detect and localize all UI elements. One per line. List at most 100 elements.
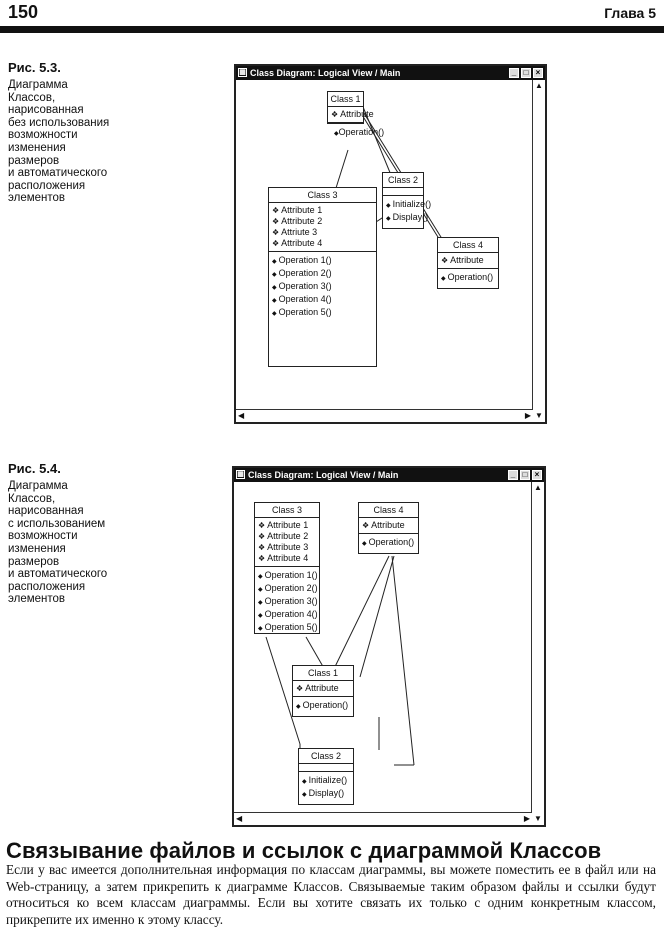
diagram-icon: ▦ (236, 470, 245, 479)
operation-row: Operation 1() (272, 255, 373, 268)
diagram-icon: ▦ (238, 68, 247, 77)
caption-line: расположения (8, 179, 86, 192)
class-name: Class 4 (359, 503, 418, 518)
caption-line: возможности (8, 530, 78, 543)
operation-row: Display() (386, 212, 429, 225)
class-diagram-window[interactable]: ▦ Class Diagram: Logical View / Main _ □… (232, 466, 546, 827)
class-attributes: Attribute (328, 107, 374, 123)
caption-line: нарисованная (8, 505, 84, 518)
attribute-row: Attribute (362, 520, 415, 531)
maximize-button[interactable]: □ (521, 68, 531, 78)
window-titlebar[interactable]: ▦ Class Diagram: Logical View / Main _ □… (236, 66, 545, 80)
page-number: 150 (8, 2, 39, 22)
operation-row: Operation 1() (258, 570, 318, 583)
attribute-row: Attribute 2 (272, 216, 373, 227)
class-operations: Operation 1() Operation 2() Operation 3(… (269, 252, 376, 323)
class-box[interactable]: Class 4 Attribute Operation() (358, 502, 419, 554)
minimize-button[interactable]: _ (508, 470, 518, 480)
class-operations: Initialize() Display() (299, 772, 353, 804)
operation-label: ◆Operation() (334, 127, 385, 137)
association-line (335, 149, 349, 189)
window-title: Class Diagram: Logical View / Main (248, 470, 399, 480)
operation-row: Operation() (362, 537, 415, 550)
class-name: Class 4 (438, 238, 498, 253)
operation-row: Operation 4() (272, 294, 373, 307)
class-operations: Operation() (359, 534, 418, 553)
association-line (265, 636, 301, 745)
scroll-down-icon[interactable]: ▼ (535, 411, 543, 420)
scroll-down-icon[interactable]: ▼ (534, 814, 542, 823)
class-box[interactable]: Class 1 Attribute Operation() (292, 665, 354, 717)
scroll-left-icon[interactable]: ◀ (238, 411, 245, 420)
class-box[interactable]: Class 3 Attribute 1 Attribute 2 Attriute… (268, 187, 377, 367)
caption-line: изменения (8, 542, 66, 555)
caption-line: изменения (8, 141, 66, 154)
class-name: Class 1 (328, 92, 363, 107)
caption-line: Диаграмма (8, 480, 68, 492)
class-attributes: Attribute 1 Attribute 2 Attriute 3 Attri… (269, 203, 376, 252)
chapter-title: Глава 5 (604, 5, 656, 21)
class-box[interactable]: Class 2 Initialize() Display() (382, 172, 432, 229)
minimize-button[interactable]: _ (509, 68, 519, 78)
scroll-left-icon[interactable]: ◀ (236, 814, 243, 823)
class-attributes: Attribute 1 Attribute 2 Attribute 3 Attr… (255, 518, 319, 567)
class-operations: Operation() (293, 697, 353, 716)
class-attributes (383, 188, 423, 196)
operation-row: Operation 5() (258, 622, 318, 635)
operation-row: Operation 3() (258, 596, 318, 609)
body-paragraph: Если у вас имеется дополнительная информ… (6, 862, 656, 927)
caption-line: Диаграмма (8, 79, 68, 91)
operation-row: Initialize() (386, 199, 432, 212)
class-diagram-window[interactable]: ▦ Class Diagram: Logical View / Main _ □… (234, 64, 547, 424)
scroll-right-icon[interactable]: ▶ (523, 814, 530, 823)
scroll-up-icon[interactable]: ▲ (535, 81, 543, 90)
vertical-scrollbar[interactable]: ▲ ▼ (531, 482, 544, 825)
figure-caption: Диаграмма Классов, нарисованная с исполь… (8, 480, 133, 606)
close-button[interactable]: × (532, 470, 542, 480)
attribute-row: Attribute (441, 255, 495, 266)
class-attributes: Attribute (359, 518, 418, 534)
caption-line: размеров (8, 555, 60, 568)
caption-line: и автоматического (8, 568, 108, 581)
caption-line: элементов (8, 192, 66, 205)
class-attributes: Attribute (293, 681, 353, 697)
class-attributes (299, 764, 353, 772)
attribute-row: Attribute 2 (258, 531, 316, 542)
association-line (329, 555, 390, 678)
window-title: Class Diagram: Logical View / Main (250, 68, 401, 78)
class-box[interactable]: Class 4 Attribute Operation() (437, 237, 499, 289)
caption-line: Классов, (8, 492, 56, 505)
scroll-right-icon[interactable]: ▶ (524, 411, 531, 420)
horizontal-scrollbar[interactable]: ◀ ▶ (236, 409, 533, 422)
class-name: Class 3 (255, 503, 319, 518)
figure-number: Рис. 5.3. (8, 60, 61, 75)
caption-line: нарисованная (8, 104, 84, 117)
section-title: Связывание файлов и ссылок с диаграммой … (6, 838, 602, 863)
diagram-canvas[interactable]: Class 1 Attribute ◆Operation() Class 2 I… (236, 80, 533, 410)
horizontal-scrollbar[interactable]: ◀ ▶ (234, 812, 532, 825)
class-operations: Operation 1() Operation 2() Operation 3(… (255, 567, 319, 638)
attribute-row: Attriute 3 (272, 227, 373, 238)
scroll-up-icon[interactable]: ▲ (534, 483, 542, 492)
attribute-row: Attribute 4 (258, 553, 316, 564)
attribute-row: Attribute 1 (258, 520, 316, 531)
attribute-row: Attribute (296, 683, 350, 694)
header-rule (0, 26, 664, 33)
maximize-button[interactable]: □ (520, 470, 530, 480)
association-line (391, 555, 415, 766)
vertical-scrollbar[interactable]: ▲ ▼ (532, 80, 545, 422)
association-lines (265, 555, 415, 766)
caption-line: элементов (8, 593, 66, 606)
operation-row: Operation 2() (258, 583, 318, 596)
figure-number: Рис. 5.4. (8, 461, 61, 476)
class-box[interactable]: Class 2 Initialize() Display() (298, 748, 354, 805)
window-titlebar[interactable]: ▦ Class Diagram: Logical View / Main _ □… (234, 468, 544, 482)
close-button[interactable]: × (533, 68, 543, 78)
operation-row: Display() (302, 788, 350, 801)
class-box[interactable]: Class 1 Attribute (327, 91, 374, 124)
caption-line: Классов, (8, 91, 56, 104)
class-name: Class 2 (383, 173, 423, 188)
class-name: Class 3 (269, 188, 376, 203)
diagram-canvas[interactable]: Class 3 Attribute 1 Attribute 2 Attribut… (234, 482, 532, 813)
class-box[interactable]: Class 3 Attribute 1 Attribute 2 Attribut… (254, 502, 320, 634)
